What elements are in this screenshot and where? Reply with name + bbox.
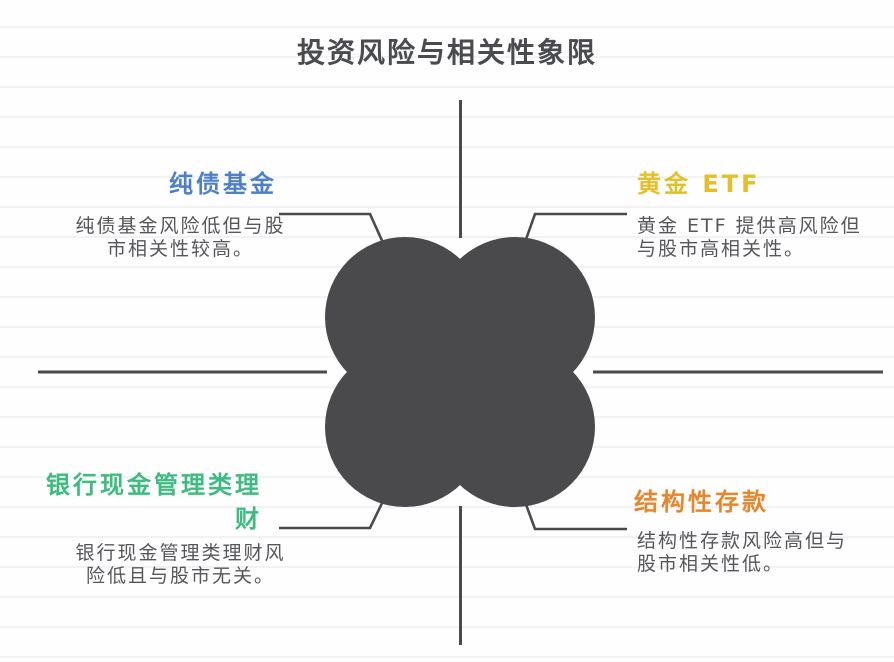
quadrant-bottom-left-label: 银行现金管理类理财 [46, 471, 262, 533]
quadrant-top-right-label: 黄金 ETF [637, 170, 761, 198]
clover-circle-bottom-right [435, 347, 595, 507]
connector-top-right [522, 212, 627, 246]
quadrant-top-left-description: 纯债基金风险低但与股市相关性较高。 [75, 215, 286, 260]
quadrant-top-left-label: 纯债基金 [169, 170, 277, 198]
quadrant-bottom-right-description: 结构性存款风险高但与股市相关性低。 [637, 530, 848, 575]
quadrant-top-right-description: 黄金 ETF 提供高风险但与股市高相关性。 [637, 215, 862, 260]
quadrant-bottom-left-description: 银行现金管理类理财风险低且与股市无关。 [75, 542, 286, 587]
clover-circle-top-right [435, 237, 595, 397]
page-title: 投资风险与相关性象限 [296, 36, 597, 69]
center-clover [325, 237, 595, 507]
clover-circle-bottom-left [325, 347, 485, 507]
connector-bottom-left [279, 498, 386, 530]
quadrant-bottom-right-label: 结构性存款 [634, 488, 769, 516]
clover-circle-top-left [325, 237, 485, 397]
connector-bottom-right [522, 498, 627, 531]
connector-top-left [279, 212, 386, 246]
